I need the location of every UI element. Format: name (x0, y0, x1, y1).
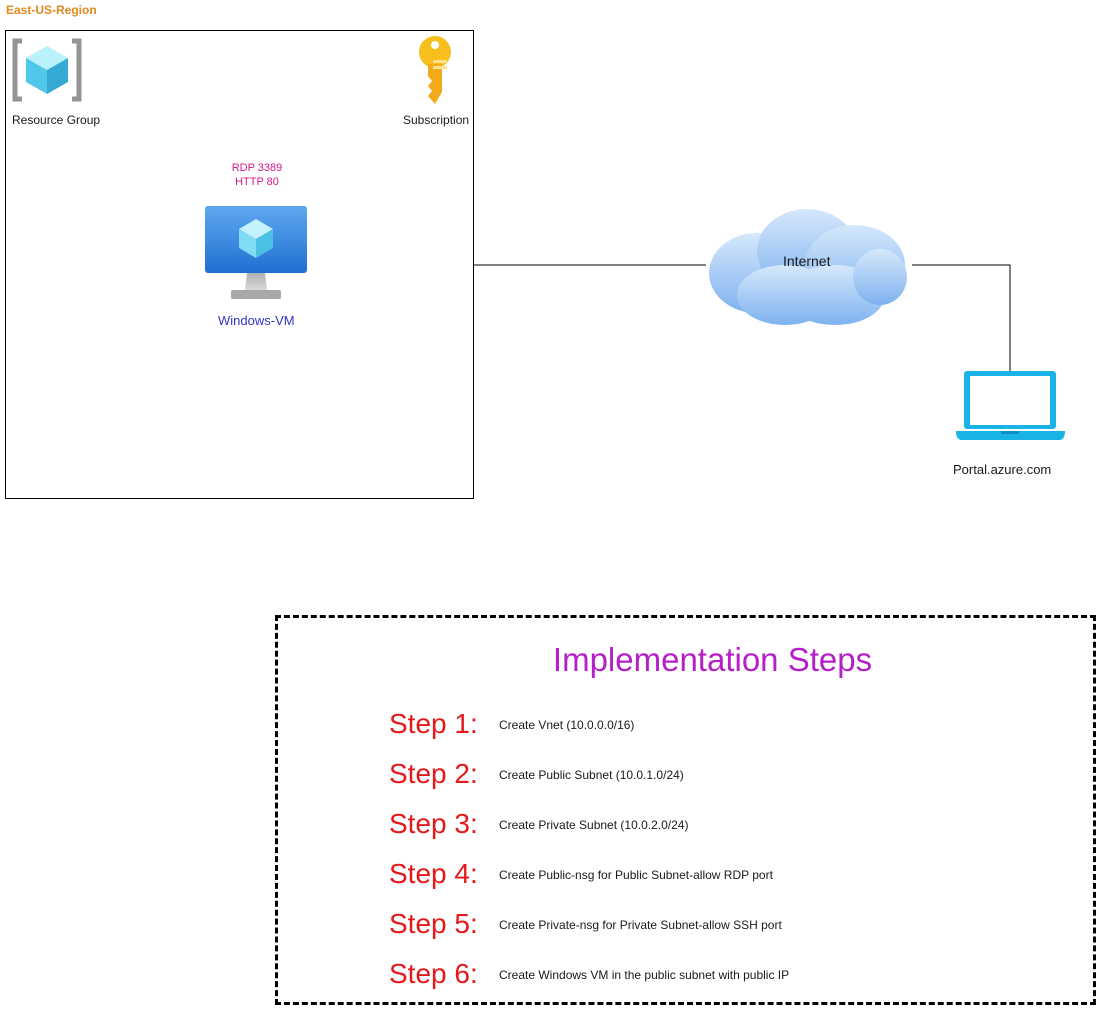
cloud-icon (709, 209, 907, 325)
resource-group-icon (12, 38, 82, 102)
step-text: Create Public Subnet (10.0.1.0/24) (499, 768, 684, 782)
portal-laptop[interactable] (955, 369, 1066, 441)
vm-ports: RDP 3389 HTTP 80 (217, 161, 297, 189)
vm-label: Windows-VM (218, 313, 295, 328)
resource-group[interactable] (12, 38, 82, 102)
step-text: Create Public-nsg for Public Subnet-allo… (499, 868, 773, 882)
portal-label: Portal.azure.com (953, 462, 1052, 477)
steps-title: Implementation Steps (552, 641, 873, 678)
virtual-machine-icon (205, 206, 307, 299)
step-number: Step 3: (389, 808, 478, 839)
windows-vm[interactable] (205, 206, 307, 300)
step-text: Create Private Subnet (10.0.2.0/24) (499, 818, 689, 832)
resource-group-label: Resource Group (12, 113, 101, 127)
subscription-label: Subscription (403, 113, 470, 127)
subscription[interactable] (412, 34, 458, 106)
laptop-icon (956, 371, 1065, 440)
key-icon (419, 36, 451, 104)
step-number: Step 6: (389, 958, 478, 989)
step-number: Step 2: (389, 758, 478, 789)
step-number: Step 5: (389, 908, 478, 939)
internet-cloud[interactable] (705, 203, 910, 327)
region-container[interactable] (5, 30, 474, 499)
internet-label: Internet (783, 253, 831, 269)
step-number: Step 1: (389, 708, 478, 739)
internet-to-portal-line (912, 264, 1011, 372)
step-number: Step 4: (389, 858, 478, 889)
region-label: East-US-Region (6, 3, 97, 17)
step-text: Create Vnet (10.0.0.0/16) (499, 718, 635, 732)
step-text: Create Private-nsg for Private Subnet-al… (499, 918, 782, 932)
steps-panel (275, 615, 1096, 1005)
port-rdp: RDP 3389 (231, 162, 283, 174)
port-http: HTTP 80 (235, 176, 279, 188)
step-text: Create Windows VM in the public subnet w… (499, 968, 790, 982)
